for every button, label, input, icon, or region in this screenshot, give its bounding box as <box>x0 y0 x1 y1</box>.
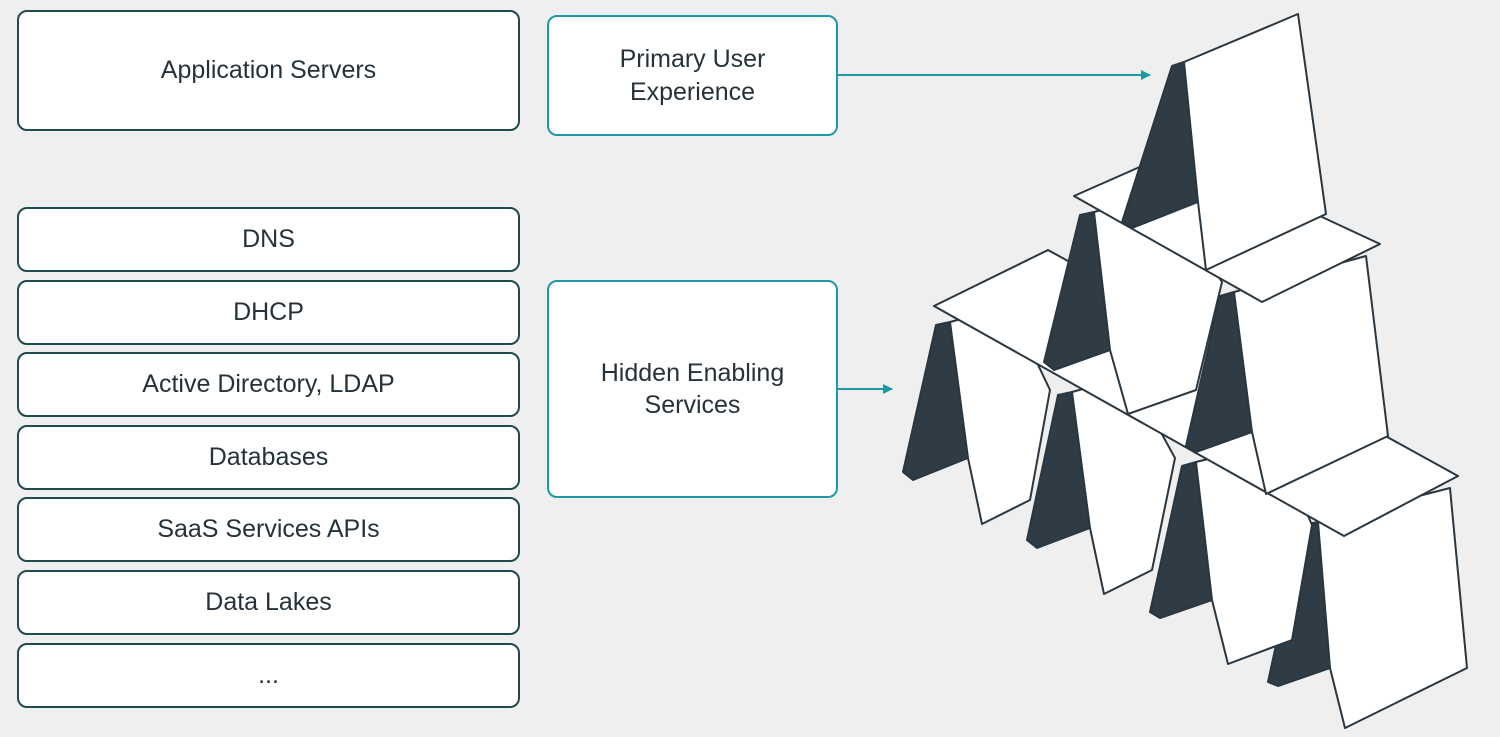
service-label: ... <box>258 661 279 690</box>
service-box-databases: Databases <box>17 425 520 490</box>
primary-user-experience-line1: Primary User <box>619 45 766 73</box>
service-label: Databases <box>208 443 329 472</box>
service-label: Active Directory, LDAP <box>142 370 395 399</box>
application-servers-label: Application Servers <box>160 56 377 85</box>
hidden-enabling-services-line2: Services <box>644 391 741 419</box>
application-servers-box: Application Servers <box>17 10 520 131</box>
service-box-data-lakes: Data Lakes <box>17 570 520 635</box>
service-box-dns: DNS <box>17 207 520 272</box>
service-box-more: ... <box>17 643 520 708</box>
hidden-enabling-services-line1: Hidden Enabling <box>600 358 785 387</box>
service-box-saas-apis: SaaS Services APIs <box>17 497 520 562</box>
card-face <box>1183 13 1327 271</box>
primary-user-experience-line2: Experience <box>629 77 756 106</box>
service-box-active-directory: Active Directory, LDAP <box>17 352 520 417</box>
service-box-dhcp: DHCP <box>17 280 520 345</box>
service-label: SaaS Services APIs <box>157 515 380 544</box>
hidden-enabling-services-box: Hidden Enabling Services <box>547 280 838 498</box>
service-label: DHCP <box>233 298 304 327</box>
card-face <box>1317 487 1468 729</box>
service-label: DNS <box>242 225 295 254</box>
service-label: Data Lakes <box>205 588 332 617</box>
primary-user-experience-box: Primary User Experience <box>547 15 838 136</box>
